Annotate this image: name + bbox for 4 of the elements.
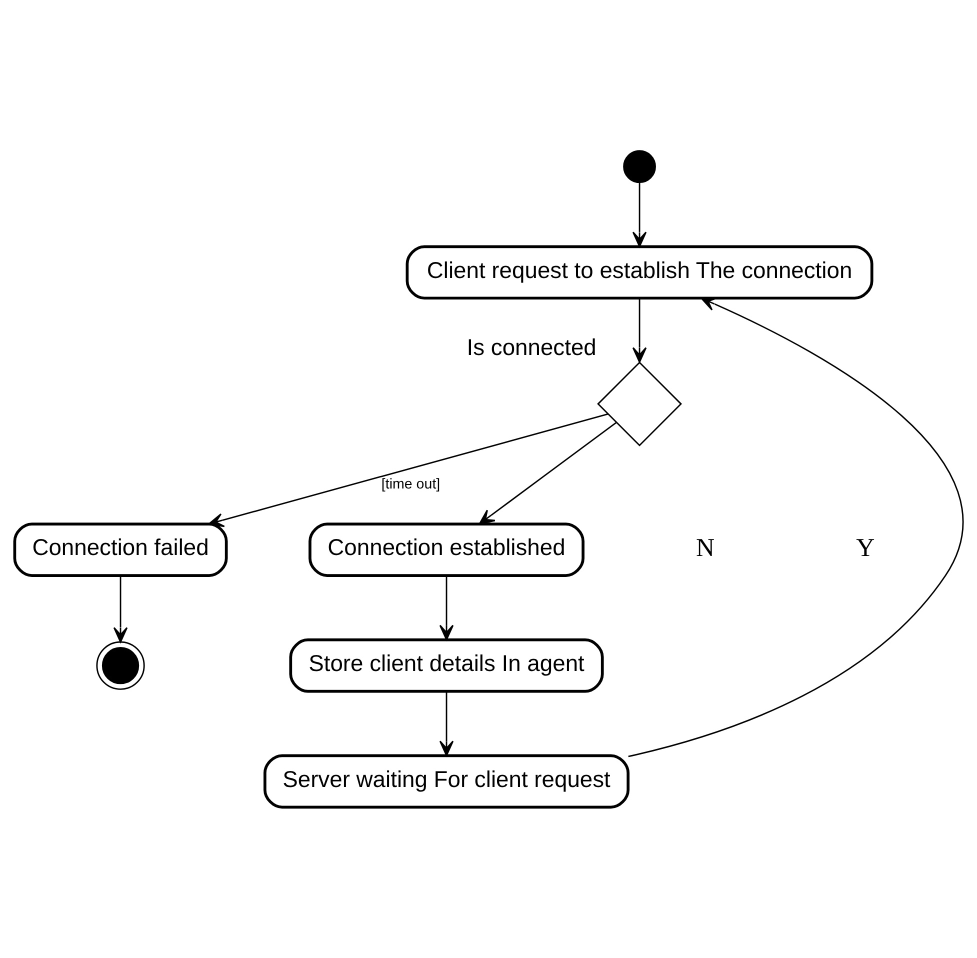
node-label: Is connected	[466, 334, 596, 360]
label: Y	[856, 533, 874, 562]
edge-label: [time out]	[380, 476, 440, 492]
label: N	[696, 533, 714, 562]
